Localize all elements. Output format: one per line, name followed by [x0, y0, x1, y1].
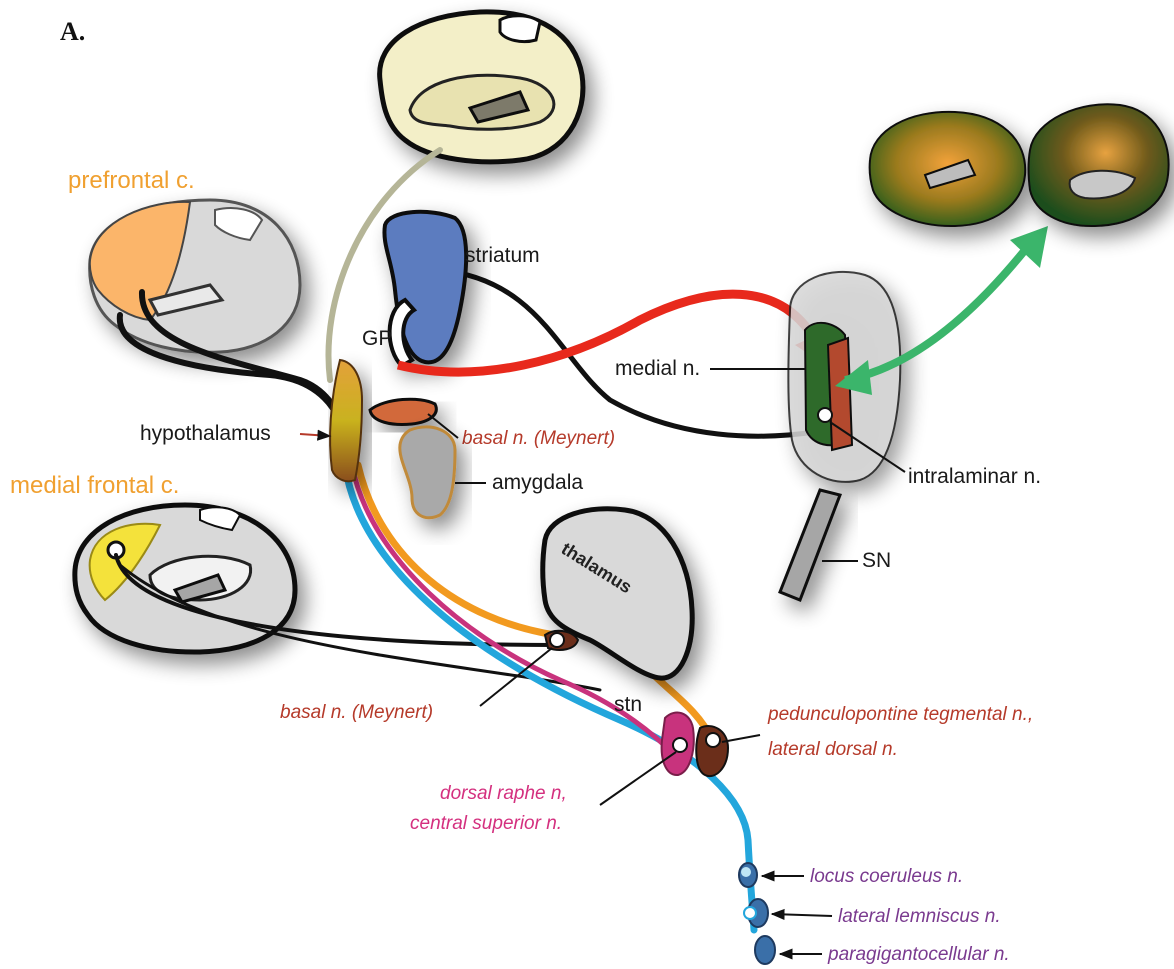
- amygdala-shape: [400, 427, 455, 518]
- label-striatum: striatum: [465, 244, 540, 267]
- pointer-raphe: [600, 752, 676, 805]
- label-paragigant: paragigantocellular n.: [827, 944, 1010, 965]
- label-locus: locus coeruleus n.: [810, 866, 963, 887]
- pointer-lemniscus: [772, 914, 832, 916]
- lemniscus-dot: [744, 907, 756, 919]
- label-lemniscus: lateral lemniscus n.: [838, 906, 1001, 927]
- striatum-group: [384, 212, 466, 366]
- thalamus-center: [543, 509, 692, 678]
- label-prefrontal: prefrontal c.: [68, 167, 195, 194]
- basal-bottom-dot: [550, 633, 564, 647]
- raphe-dot: [673, 738, 687, 752]
- label-pptn-2: lateral dorsal n.: [768, 739, 898, 760]
- label-raphe-1: dorsal raphe n,: [440, 783, 567, 804]
- label-sn: SN: [862, 549, 891, 572]
- label-raphe-2: central superior n.: [410, 813, 562, 834]
- label-medial-frontal: medial frontal c.: [10, 472, 179, 499]
- label-amygdala: amygdala: [492, 471, 583, 494]
- pptn-dot: [706, 733, 720, 747]
- label-basal-top: basal n. (Meynert): [462, 428, 615, 449]
- pointer-pptn: [722, 735, 760, 742]
- intralaminar-dot: [818, 408, 832, 422]
- panel-label: A.: [60, 17, 85, 46]
- label-pptn-1: pedunculopontine tegmental n.,: [767, 704, 1033, 725]
- label-hypothalamus: hypothalamus: [140, 422, 271, 445]
- label-intralaminar: intralaminar n.: [908, 465, 1041, 488]
- paragigant-shape: [755, 936, 775, 964]
- hypothalamus-shape: [330, 360, 362, 481]
- basal-top-shape: [370, 399, 436, 424]
- locus-dot: [741, 867, 751, 877]
- sn-shape: [780, 490, 840, 600]
- medial-brain-top: [380, 12, 583, 162]
- label-stn: stn: [614, 693, 642, 716]
- colored-brain-medial: [1029, 104, 1169, 226]
- label-basal-bottom: basal n. (Meynert): [280, 702, 433, 723]
- thalamus-right: [788, 272, 900, 482]
- label-gp: GP: [362, 327, 392, 350]
- pointer-hypothalamus: [300, 434, 330, 436]
- colored-brain-lateral: [870, 112, 1026, 226]
- label-medial-n: medial n.: [615, 357, 700, 380]
